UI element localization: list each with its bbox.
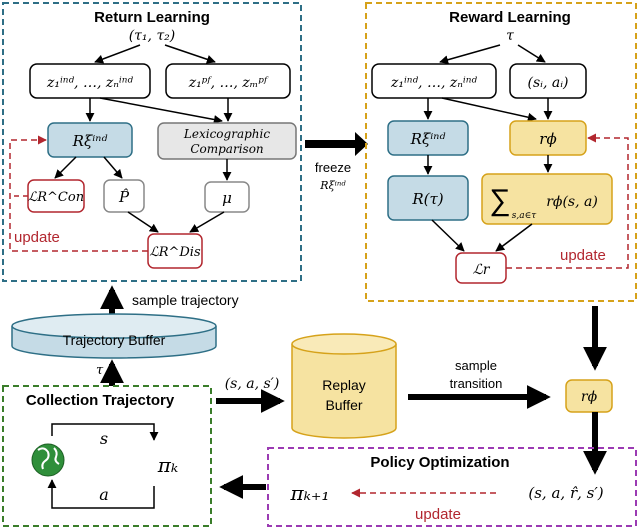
action-label: a: [99, 485, 109, 504]
policy-tuple-label: (s, a, r̂, s′): [528, 484, 603, 502]
reward-update-label: update: [560, 247, 606, 264]
trajectory-pair-label: (τ₁, τ₂): [129, 28, 176, 44]
mu-label: μ: [222, 189, 232, 207]
tau-to-zind-arrow: [439, 44, 501, 65]
freeze-arrow: [305, 132, 368, 156]
r-xi-ind-box: [47, 122, 133, 158]
reward-z-ind-box: [371, 63, 497, 99]
sum-expression: rϕ(s, a): [546, 194, 598, 210]
z-pf-label: z₁ᵖᶠ, …, zₘᵖᶠ: [188, 75, 269, 91]
globe-icon: [31, 443, 65, 477]
reward-learning-border: [365, 2, 637, 302]
r-to-losscon-arrow: [54, 156, 77, 179]
sum-box: [481, 173, 613, 225]
transition-tuple-label: (s, a, s′): [225, 376, 280, 392]
collection-tau-label: τ: [96, 363, 104, 378]
rtau-to-loss-arrow: [431, 219, 465, 252]
policy-pi-k-label: πₖ: [157, 453, 178, 477]
loss-dis-label: ℒR^Dis: [149, 245, 201, 260]
pair-to-zind-arrow: [94, 44, 141, 64]
loss-r-label: ℒr: [473, 262, 491, 278]
mu-box: [204, 181, 250, 213]
policy-optimization-panel: Policy Optimization πₖ₊₁ (s, a, r̂, s′) …: [267, 447, 637, 527]
loss-con-label: ℒR^Con: [28, 190, 84, 205]
lexico-line2: Comparison: [190, 142, 263, 156]
tau-to-sa-arrow: [517, 44, 546, 63]
freeze-sub-label: Rξⁱⁿᵈ: [319, 179, 346, 192]
freeze-label: freeze: [315, 160, 351, 175]
policy-title: Policy Optimization: [370, 454, 509, 471]
lexico-line1: Lexicographic: [183, 127, 270, 141]
return-learning-title: Return Learning: [94, 9, 210, 26]
reward-learning-panel: Reward Learning τ z₁ⁱⁿᵈ, …, zₙⁱⁿᵈ (sᵢ, a…: [365, 2, 637, 302]
p-hat-label: P̂: [118, 188, 130, 206]
policy-update-label: update: [415, 506, 461, 523]
sample-transition-line1: sample: [455, 358, 497, 373]
return-update-label: update: [14, 229, 60, 246]
collection-border: [2, 385, 212, 527]
r-to-phat-arrow: [103, 156, 123, 179]
reward-r-xi-label: Rξⁱⁿᵈ: [410, 130, 446, 148]
state-label: s: [100, 429, 108, 448]
pair-to-zpf-arrow: [164, 44, 216, 64]
trajectory-buffer: Trajectory Buffer: [11, 313, 217, 359]
replay-buffer: Replay Buffer: [291, 333, 397, 439]
reward-learning-title: Reward Learning: [449, 9, 571, 26]
reward-model-label: rϕ: [581, 389, 598, 405]
zind-to-lexico-arrow: [99, 97, 223, 124]
trajectory-buffer-label: Trajectory Buffer: [63, 332, 166, 348]
policy-border: [267, 447, 637, 527]
z-ind-label: z₁ⁱⁿᵈ, …, zₙⁱⁿᵈ: [46, 75, 133, 91]
phat-to-lossdis-arrow: [127, 211, 159, 233]
reward-z-ind-label: z₁ⁱⁿᵈ, …, zₙⁱⁿᵈ: [390, 75, 477, 91]
sample-transition-line2: transition: [450, 376, 503, 391]
r-tau-box: [387, 175, 469, 221]
return-learning-panel: Return Learning (τ₁, τ₂) z₁ⁱⁿᵈ, …, zₙⁱⁿᵈ…: [2, 2, 302, 282]
r-xi-ind-label: Rξⁱⁿᵈ: [72, 132, 108, 150]
replay-line2: Buffer: [325, 397, 362, 413]
state-action-label: (sᵢ, aᵢ): [528, 75, 569, 91]
mu-to-lossdis-arrow: [189, 211, 225, 233]
sum-symbol: ∑: [489, 184, 510, 217]
sum-to-loss-arrow: [495, 223, 533, 252]
policy-to-env-arrow: [47, 479, 155, 509]
return-learning-border: [2, 2, 302, 282]
collection-title: Collection Trajectory: [26, 392, 175, 409]
env-to-policy-arrow: [51, 423, 159, 441]
reward-model-box: [565, 379, 613, 413]
collection-trajectory-panel: Collection Trajectory s a πₖ: [2, 385, 212, 527]
r-tau-label: R(τ): [411, 190, 443, 208]
r-phi-label: rϕ: [539, 130, 556, 148]
reward-update-loop: [506, 133, 629, 269]
reward-tau-label: τ: [506, 28, 514, 44]
policy-pi-k1-label: πₖ₊₁: [289, 481, 329, 505]
replay-line1: Replay: [322, 377, 366, 393]
sample-trajectory-label: sample trajectory: [132, 292, 239, 308]
p-hat-box: [103, 179, 145, 213]
sum-subscript: s,a∈τ: [512, 211, 538, 221]
return-update-loop: [9, 135, 148, 252]
zind-to-rphi-arrow: [441, 97, 537, 122]
